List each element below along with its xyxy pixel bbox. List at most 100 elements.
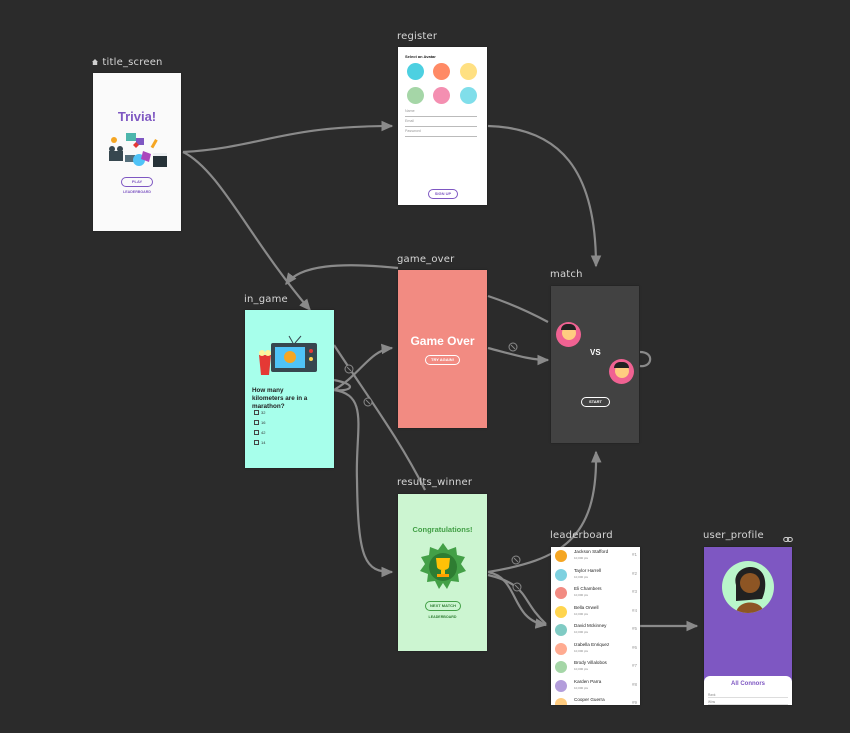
player-rank: #9 — [631, 700, 637, 705]
player-avatar — [555, 568, 567, 581]
player-name: Bella Orwell — [574, 604, 599, 610]
player-points: 10,000 pts — [574, 556, 589, 560]
edge-game-over-to-in-game[interactable] — [285, 264, 399, 286]
edge-register-to-match[interactable] — [487, 124, 602, 268]
player-points: 10,000 pts — [574, 574, 589, 579]
player-name: Taylor Harrell — [574, 567, 602, 573]
avatar-option[interactable] — [460, 63, 477, 80]
player-name: Eli Chambers — [574, 586, 602, 591]
player-avatar — [555, 550, 567, 562]
avatar-option[interactable] — [407, 87, 424, 104]
tv-illustration — [257, 335, 319, 379]
edge-in-game-to-results-2[interactable] — [333, 344, 426, 491]
home-icon — [91, 58, 99, 66]
edge-in-game-to-game-over[interactable] — [333, 343, 394, 391]
game-over-label: game_over — [397, 254, 455, 265]
game-over-preview[interactable]: Game Over TRY AGAIN! — [398, 270, 487, 428]
link-icon[interactable] — [783, 531, 793, 549]
opponent-avatar — [609, 359, 634, 384]
leaderboard-row[interactable]: Brody Villalobos 10,000 pts #7 — [551, 658, 640, 677]
player-points: 10,000 pts — [574, 611, 589, 616]
profile-name: All Connors — [731, 681, 765, 687]
in-game-label: in_game — [244, 294, 288, 305]
player-name: Cooper Guerra — [574, 697, 605, 702]
player-points: 10,000 pts — [574, 685, 589, 690]
player-points: 10,000 pts — [574, 593, 589, 597]
avatar-option[interactable] — [433, 87, 450, 104]
results-leaderboard-link[interactable]: LEADERBOARD — [428, 615, 457, 619]
leaderboard-row[interactable]: Cooper Guerra 10,000 pts #9 — [551, 695, 640, 705]
player-points: 10,000 pts — [574, 630, 589, 634]
edge-game-over-to-match-2[interactable] — [487, 346, 550, 366]
register-preview[interactable]: Select an Avatar Name Email Password SIG… — [398, 47, 487, 205]
answer-option[interactable]: 32 — [254, 410, 265, 416]
play-button[interactable]: PLAY — [121, 177, 153, 187]
avatar-option[interactable] — [407, 63, 424, 80]
next-match-button[interactable]: NEXT MATCH — [425, 601, 461, 611]
results-winner-preview[interactable]: Congratulations! NEXT MATCH LEADERBOARD — [398, 494, 487, 651]
edge-title-to-in-game[interactable] — [182, 151, 311, 312]
edge-game-over-to-match[interactable] — [487, 294, 549, 323]
avatar-option[interactable] — [460, 87, 477, 104]
player-name: Izabella Enriquez — [574, 641, 610, 647]
register-label: register — [397, 31, 438, 42]
player-name: Karden Parra — [574, 678, 602, 684]
player-avatar — [555, 698, 567, 705]
edge-in-game-to-results[interactable] — [333, 388, 394, 578]
edge-match-self[interactable] — [639, 350, 652, 368]
profile-card: All Connors Rank Wins — [704, 676, 792, 705]
player-rank: #6 — [631, 644, 637, 650]
player-rank: #4 — [631, 607, 637, 613]
trophy-icon — [417, 541, 469, 593]
name-field[interactable]: Name — [405, 109, 477, 117]
leaderboard-row[interactable]: David Mckinney 10,000 pts #5 — [551, 621, 640, 640]
edge-title-to-register[interactable] — [182, 120, 394, 154]
game-over-title: Game Over — [410, 334, 475, 348]
match-label: match — [550, 269, 583, 280]
password-field[interactable]: Password — [405, 129, 477, 137]
question-text: How many kilometers are in a marathon? — [252, 387, 308, 410]
player-avatar — [555, 642, 567, 655]
in-game-preview[interactable]: How many kilometers are in a marathon? 3… — [245, 310, 334, 468]
player-points: 10,000 pts — [574, 667, 589, 671]
leaderboard-link[interactable]: LEADERBOARD — [123, 190, 151, 194]
player-name: David Mckinney — [574, 623, 607, 628]
answer-option[interactable]: 16 — [254, 420, 265, 426]
try-again-button[interactable]: TRY AGAIN! — [425, 355, 460, 365]
player-rank: #7 — [631, 663, 637, 668]
player-avatar — [555, 587, 567, 599]
answer-option[interactable]: 14 — [254, 440, 265, 446]
player-avatar — [555, 679, 567, 692]
title-screen-title: Trivia! — [117, 109, 157, 124]
title-screen-label: title_screen — [91, 57, 163, 68]
edge-results-to-match[interactable] — [487, 450, 602, 574]
match-preview[interactable]: VS START — [551, 286, 639, 443]
player-rank: #5 — [631, 626, 637, 631]
player-points: 10,000 pts — [574, 704, 588, 705]
email-field[interactable]: Email — [405, 119, 477, 127]
edge-results-to-leaderboard-2[interactable] — [487, 573, 547, 625]
start-button[interactable]: START — [581, 397, 610, 407]
profile-avatar — [722, 561, 774, 613]
avatar-option[interactable] — [433, 63, 450, 80]
sign-up-button[interactable]: SIGN UP — [428, 189, 458, 199]
edge-results-to-leaderboard[interactable] — [487, 570, 548, 629]
answer-option[interactable]: 42 — [254, 430, 265, 436]
player-avatar — [555, 605, 567, 618]
vs-text: VS — [590, 348, 601, 357]
player-rank: #2 — [631, 570, 637, 576]
player-avatar — [556, 322, 581, 347]
trivia-illustration — [103, 131, 171, 173]
player-name: Brody Villalobos — [574, 660, 607, 665]
edge-in-game-to-in-game[interactable] — [333, 378, 351, 392]
user-profile-preview[interactable]: All Connors Rank Wins — [704, 547, 792, 705]
title-screen-preview[interactable]: Trivia! PLAY LEADERBOARD — [93, 73, 181, 231]
